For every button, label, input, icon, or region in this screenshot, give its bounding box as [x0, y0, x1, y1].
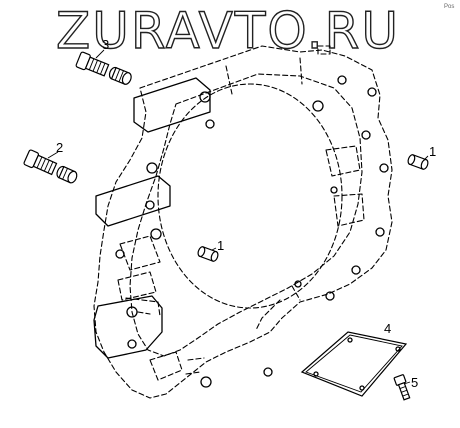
part-4-cover-plate [300, 331, 408, 397]
housing-ribs [117, 57, 365, 381]
lower-mount-pad [93, 295, 163, 359]
leader-1-center [211, 247, 217, 251]
leader-5 [403, 381, 411, 385]
callout-4: 4 [384, 321, 391, 336]
part-2-stud [23, 149, 78, 184]
corner-mark: Pos [444, 4, 454, 10]
callout-3: 3 [102, 37, 109, 52]
leader-1-right [423, 155, 429, 161]
callout-1-center: 1 [217, 238, 224, 253]
housing-inner-rim [129, 73, 363, 357]
housing-bore [157, 83, 343, 309]
housing-outer-outline [93, 45, 393, 399]
housing-bolt-bosses [115, 75, 389, 388]
callout-2: 2 [56, 140, 63, 155]
flywheel-housing [93, 45, 393, 399]
upper-mount-arm [133, 77, 211, 133]
middle-mount-arm [95, 175, 171, 227]
leader-3 [95, 49, 105, 59]
part-5-screw [393, 374, 411, 401]
callouts: 3 2 1 1 4 5 [47, 37, 436, 390]
watermark-text: ZURAVTO.RU [56, 2, 400, 60]
housing-top-tab [317, 45, 331, 55]
housing-lower-detail [125, 297, 161, 317]
callout-5: 5 [411, 375, 418, 390]
part-1-dowel-right [407, 154, 429, 170]
callout-1-right: 1 [429, 144, 436, 159]
part-1-dowel-center [197, 246, 219, 262]
part-3-stud [75, 51, 132, 85]
leader-2 [47, 151, 59, 159]
